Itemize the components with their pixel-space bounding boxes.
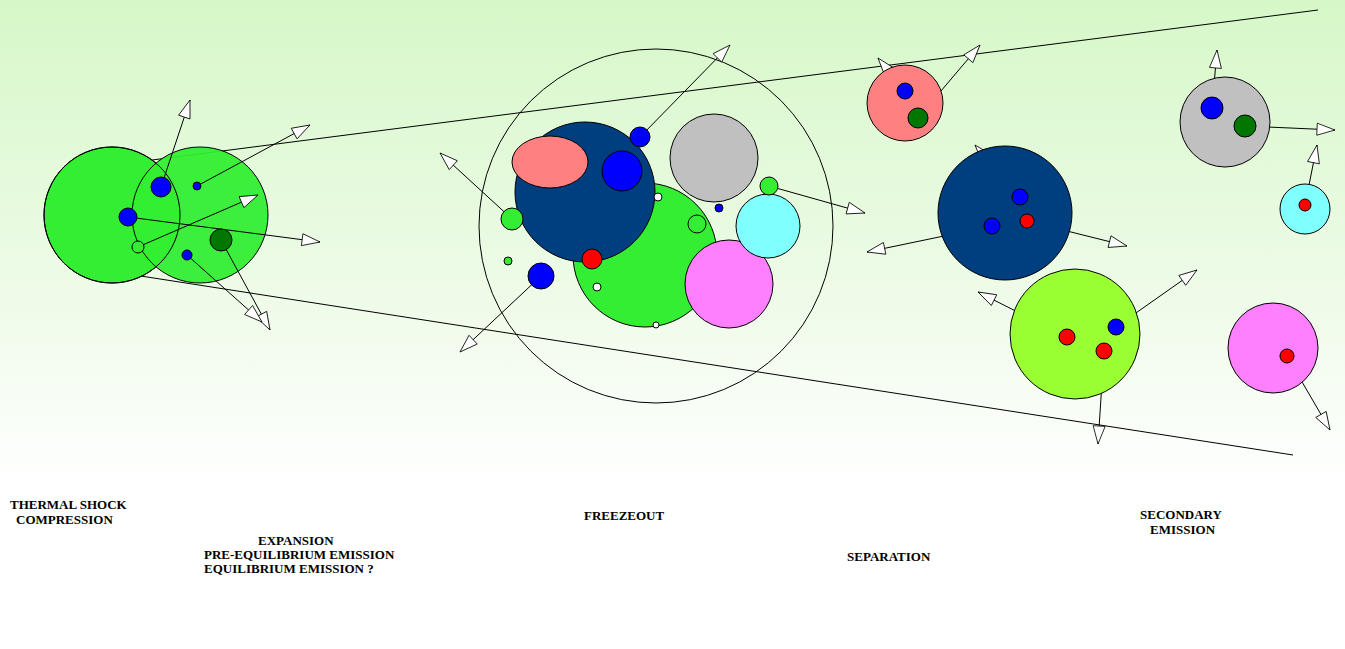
stage-label: SEPARATION	[847, 549, 930, 564]
stage-label: EMISSION	[1150, 522, 1215, 537]
stage-label: THERMAL SHOCK	[10, 497, 127, 512]
stage-label: EXPANSION	[258, 533, 334, 548]
stage-label: FREEZEOUT	[584, 508, 664, 523]
stage-label: PRE-EQUILIBRIUM EMISSION	[204, 547, 394, 562]
stage-label: EQUILIBRIUM EMISSION ?	[204, 561, 374, 576]
stage-label: SECONDARY	[1140, 507, 1222, 522]
stage-label: COMPRESSION	[16, 512, 113, 527]
